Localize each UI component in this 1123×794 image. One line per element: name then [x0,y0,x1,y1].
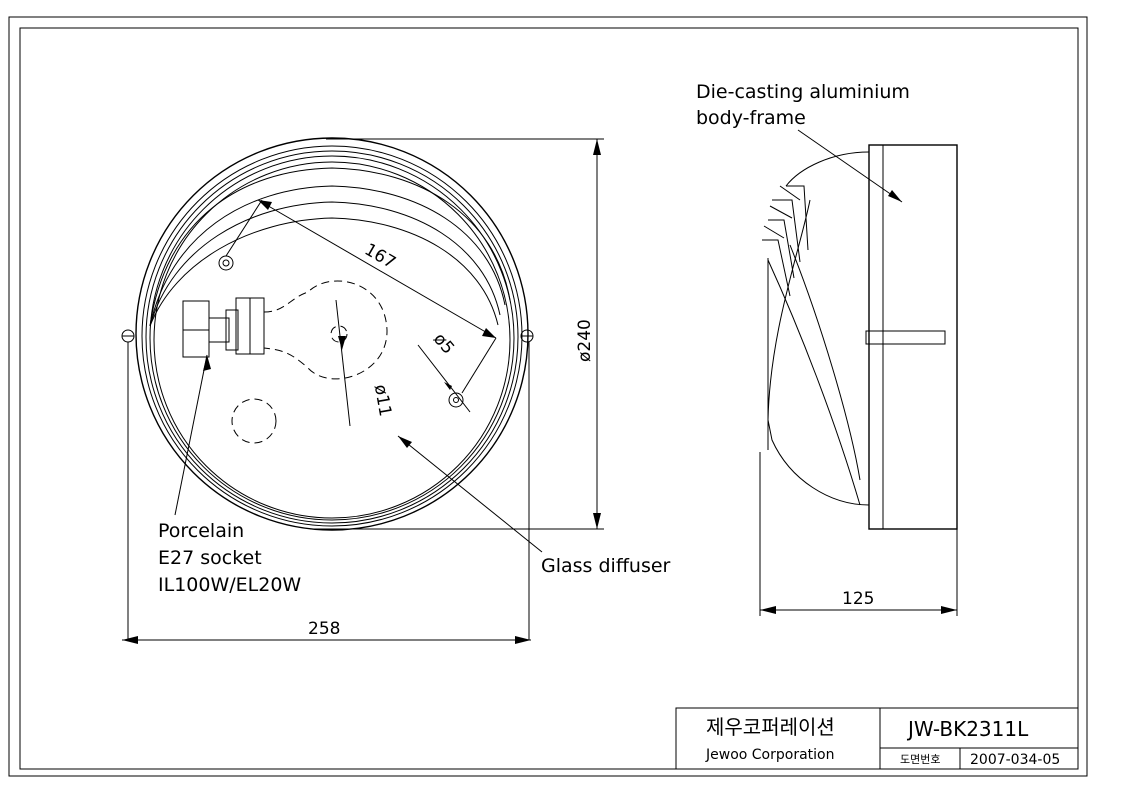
louvre-1 [149,167,511,327]
drawing-no: 2007-034-05 [970,752,1060,768]
ring-3 [145,150,519,524]
dim-chord: 167 [361,240,399,274]
louvre-2 [149,185,506,327]
company-english: Jewoo Corporation [705,747,834,763]
inner-border [19,27,1079,770]
body-frame [868,144,958,530]
louvre-4 [149,217,499,327]
fin-3 [768,219,795,279]
label-porcelain-1: Porcelain [158,520,244,542]
front-view: 167 ø5 ø11 ø240 258 Porcelain E27 socket… [121,137,671,644]
outer-ring [135,137,529,531]
model-number: JW-BK2311L [906,717,1029,741]
left-screw-icon [121,329,135,640]
lamp-socket [182,297,265,358]
label-porcelain-2: E27 socket [158,547,262,569]
fin-1 [786,185,809,251]
company-korean: 제우코퍼레이션 [706,715,835,739]
hole-icon [448,392,464,408]
drawing-no-label: 도면번호 [900,753,940,766]
lamp-bulb [263,280,388,380]
right-screw-icon [520,329,534,640]
label-die-casting-2: body-frame [696,107,806,129]
side-view: Die-casting aluminium body-frame 125 [696,81,958,616]
inner-ring [153,161,511,519]
label-porcelain-3: IL100W/EL20W [158,574,301,596]
dim-depth: 125 [842,589,874,609]
mount-hole-icon [218,255,234,271]
ring-2 [141,145,523,527]
fin-2 [772,199,801,263]
dim-hole-center: ø11 [370,383,395,418]
dim-hole-small: ø5 [429,329,458,358]
label-glass-diffuser: Glass diffuser [541,555,671,577]
fin-4 [762,239,791,297]
ring-4 [149,155,515,521]
title-block: 제우코퍼레이션 Jewoo Corporation JW-BK2311L 도면번… [675,707,1079,770]
dim-width: 258 [308,619,340,639]
outer-border [8,16,1088,777]
hidden-circle [231,398,277,444]
dim-diameter: ø240 [575,319,595,362]
bracket [865,330,946,345]
louvre-3 [149,201,501,327]
label-die-casting-1: Die-casting aluminium [696,81,910,103]
